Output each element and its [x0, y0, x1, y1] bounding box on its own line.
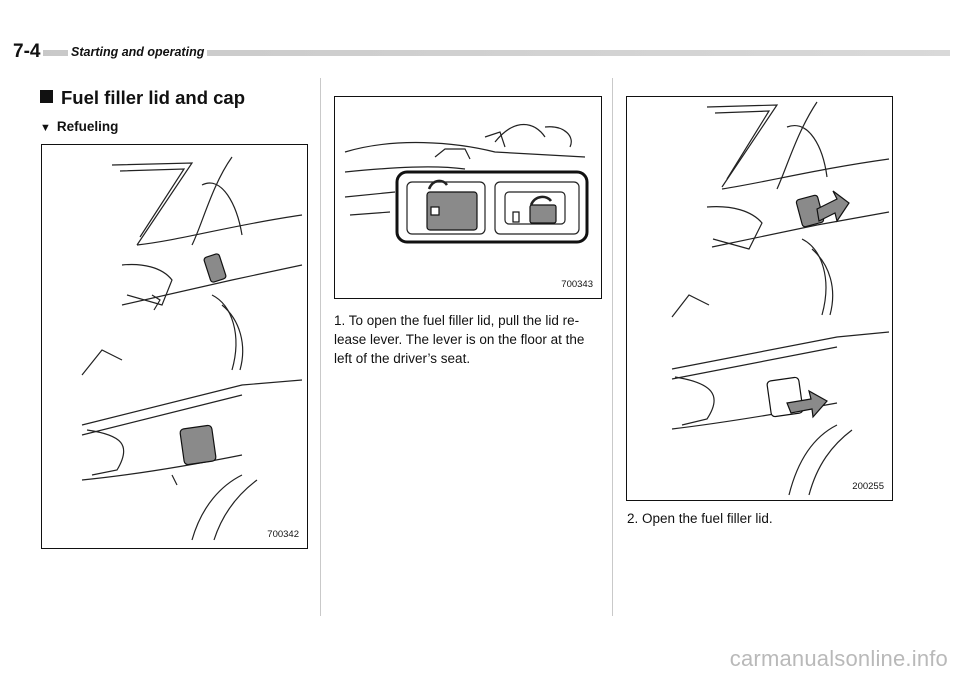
lever-illustration [344, 124, 589, 244]
figure-release-lever: 700343 [334, 96, 602, 299]
header-rule [13, 50, 950, 56]
section-heading: Fuel filler lid and cap [40, 87, 245, 109]
figure-open-lid: 200255 [626, 96, 893, 501]
figure-code: 700343 [561, 279, 593, 290]
column-divider [612, 78, 613, 616]
figure-code: 200255 [852, 481, 884, 492]
figure-code: 700342 [267, 529, 299, 540]
column-divider [320, 78, 321, 616]
subheading: ▼ Refueling [40, 118, 118, 137]
subheading-text: Refueling [56, 119, 119, 134]
open-lid-illustration [671, 101, 890, 496]
figure-fuel-lid-location: 700342 [41, 144, 308, 549]
page-header: 7-4 Starting and operating [13, 40, 950, 66]
car-rear-illustration [81, 156, 303, 541]
watermark: carmanualsonline.info [729, 646, 948, 671]
triangle-bullet-icon: ▼ [40, 122, 51, 134]
page-number: 7-4 [13, 40, 44, 64]
section-title: Starting and operating [68, 44, 208, 60]
caption-step-2: 2. Open the fuel filler lid. [627, 511, 773, 526]
heading-text: Fuel filler lid and cap [61, 87, 246, 108]
caption-step-1: 1. To open the fuel filler lid, pull the… [334, 313, 585, 366]
square-bullet-icon [40, 90, 53, 103]
